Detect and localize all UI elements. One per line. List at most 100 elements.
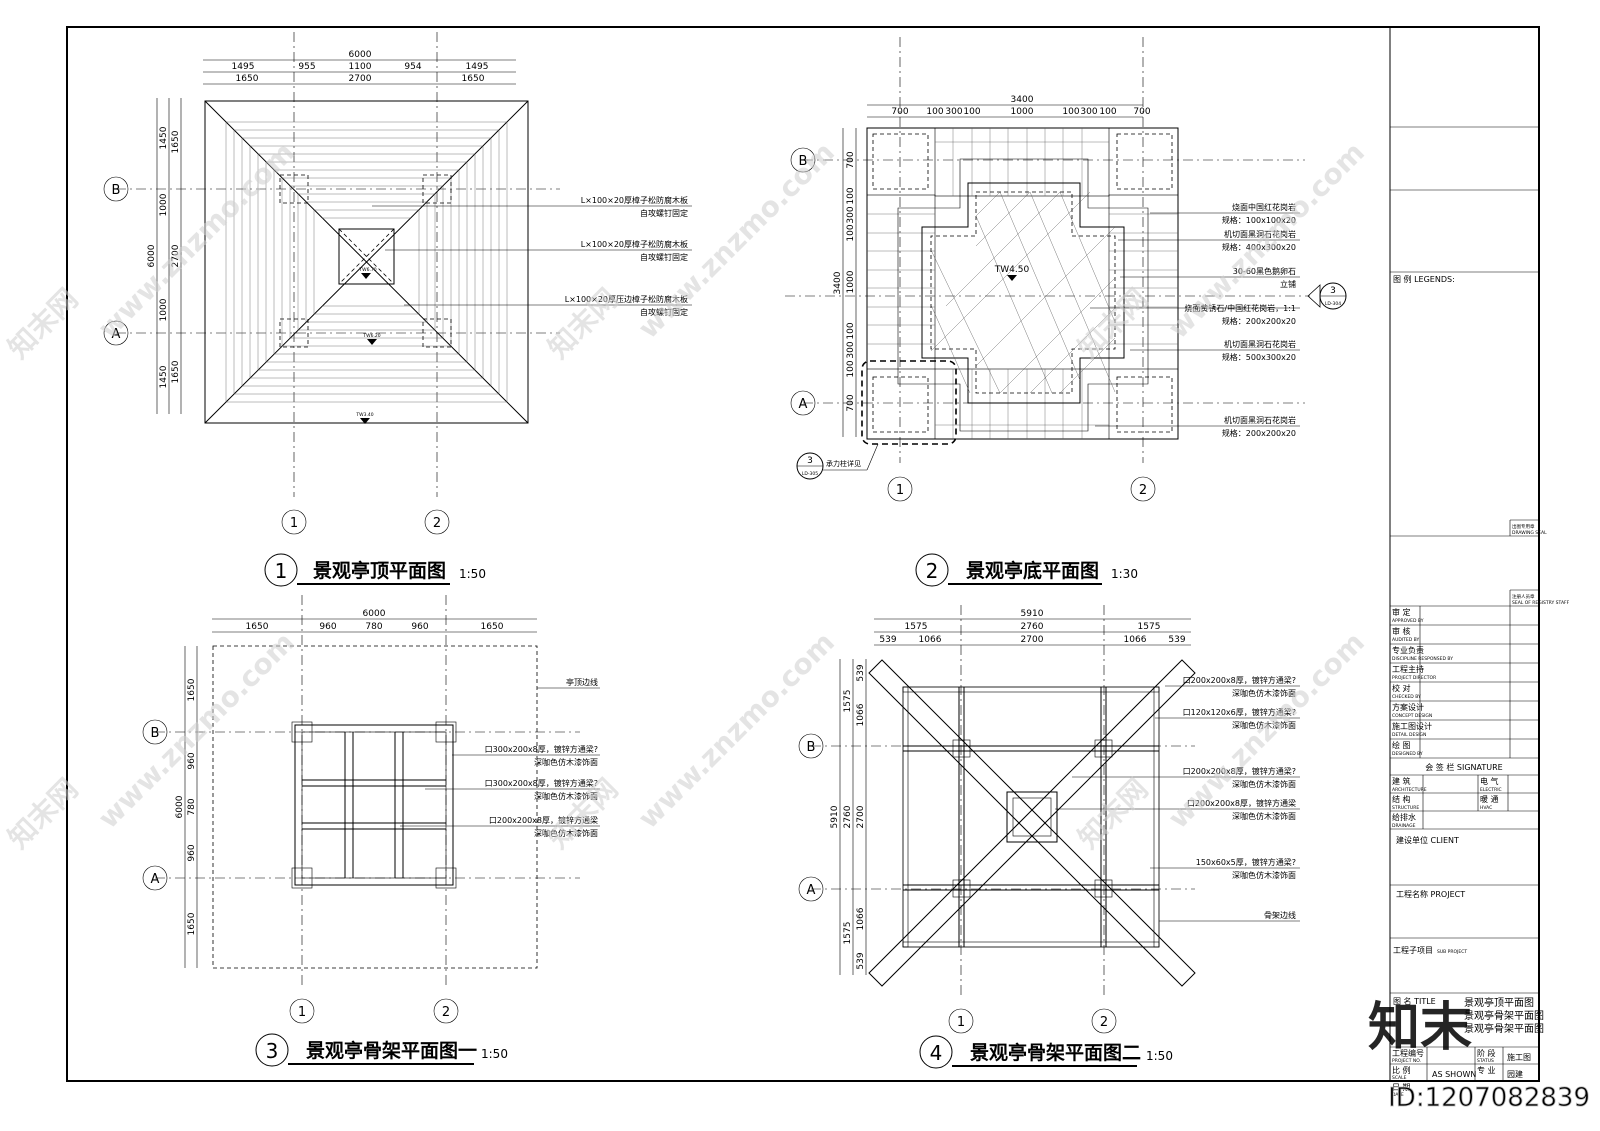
view-number-circle bbox=[915, 553, 949, 587]
role-label: 施工图设计 bbox=[1392, 721, 1432, 731]
grid-label-a: A bbox=[807, 883, 816, 898]
dim-text: 5910 bbox=[1021, 609, 1044, 619]
view-number-circle bbox=[919, 1035, 953, 1069]
role-label-en: PROJECT DIRECTOR bbox=[1392, 675, 1436, 681]
dim-text: 1066 bbox=[919, 635, 942, 645]
frame2-note-5-line-2: 深咖色仿木漆饰面 bbox=[1232, 870, 1296, 880]
client-label: 建设单位 CLIENT bbox=[1396, 835, 1459, 845]
view-1-dims-left: 1450 1000 1000 1450 1650 2700 1650 6000 bbox=[147, 98, 182, 414]
role-label-en: AUDITED BY bbox=[1392, 637, 1419, 643]
view-3-dims-left: 6000 1650 960 780 960 1650 bbox=[175, 646, 198, 968]
dim-text: 539 bbox=[1168, 635, 1185, 645]
dim-text: 1495 bbox=[466, 62, 489, 72]
view-4-dims-left: 539 1066 2700 1066 539 1575 2760 1575 59… bbox=[830, 659, 867, 975]
dim-text: 780 bbox=[187, 798, 197, 815]
grid-label-2: 2 bbox=[433, 516, 441, 531]
dim-text: 1066 bbox=[1124, 635, 1147, 645]
view-number-circle bbox=[255, 1033, 289, 1067]
role-label-en: DETAIL DESIGN bbox=[1392, 732, 1426, 738]
grid-label-a: A bbox=[112, 327, 121, 342]
grid-bubble-2 bbox=[1130, 476, 1156, 502]
view-scale: 1:50 bbox=[459, 567, 486, 581]
scale-value: AS SHOWN bbox=[1432, 1070, 1476, 1079]
grid-label-1: 1 bbox=[896, 483, 904, 498]
dim-text: 539 bbox=[856, 664, 866, 681]
frame1-note-4-line-2: 深咖色仿木漆饰面 bbox=[534, 828, 598, 838]
role-label-en: CHECKED BY bbox=[1392, 694, 1421, 700]
discipline-label-en: DRAINAGE bbox=[1392, 823, 1416, 829]
frame2-note-1-line-2: 深咖色仿木漆饰面 bbox=[1232, 688, 1296, 698]
watermark-brand: 知末网 bbox=[2, 772, 85, 855]
grid-bubble-2 bbox=[433, 998, 459, 1024]
dim-text: 2700 bbox=[349, 74, 372, 84]
grid-label-b: B bbox=[112, 183, 121, 198]
detail-callout-number: 3 bbox=[807, 456, 813, 466]
dim-text: 1450 bbox=[159, 365, 169, 388]
discipline-label-en: ARCHITECTURE bbox=[1392, 787, 1427, 793]
dim-text: 1650 bbox=[481, 622, 504, 632]
grid-bubble-b bbox=[103, 176, 129, 202]
frame1-note-3-line-1: 口300x200x8厚，镀锌方通梁? bbox=[485, 778, 598, 788]
grid-bubble-2 bbox=[1091, 1008, 1117, 1034]
dim-text: 1450 bbox=[159, 126, 169, 149]
date-label: 日 期 bbox=[1392, 1083, 1411, 1092]
dim-text: 300 bbox=[945, 107, 962, 117]
watermark-logo: 知末 bbox=[1368, 998, 1472, 1058]
frame1-note-3-line-2: 深咖色仿木漆饰面 bbox=[534, 791, 598, 801]
stage-label-en: STATUS bbox=[1477, 1058, 1494, 1064]
dim-text: 100 bbox=[846, 322, 856, 339]
frame2-note-4-line-1: 口200x200x8厚，镀锌方通梁 bbox=[1187, 798, 1296, 808]
grid-bubble-a bbox=[798, 876, 824, 902]
discipline-label-en: HVAC bbox=[1480, 805, 1492, 811]
view-1-leaders bbox=[372, 205, 692, 306]
floor-note-3-line-2: 立铺 bbox=[1280, 279, 1296, 289]
view-1-dims-top: 6000 1495 955 1100 954 1495 1650 2700 16… bbox=[203, 50, 516, 85]
dim-text: 3400 bbox=[1011, 95, 1034, 105]
watermark-brand: 知末网 bbox=[2, 282, 85, 365]
view-2-title: 2 景观亭底平面图 1:30 bbox=[915, 553, 1138, 587]
floor-note-1-line-2: 规格：100x100x20 bbox=[1222, 215, 1296, 225]
roof-note-3-line-1: L×100×20厚压边樟子松防腐木板 bbox=[565, 294, 688, 304]
dim-text: 100 bbox=[963, 107, 980, 117]
dim-text: 300 bbox=[846, 206, 856, 223]
dim-text: 300 bbox=[846, 341, 856, 358]
dim-text: 2760 bbox=[843, 805, 853, 828]
project-no-label-en: PROJECT NO. bbox=[1392, 1058, 1421, 1064]
dim-text: 1650 bbox=[171, 360, 181, 383]
level-text: TW6.70 bbox=[358, 267, 376, 273]
role-label: 工程主持 bbox=[1392, 664, 1424, 674]
frame1-note-4-line-1: 口200x200x8厚，镀锌方通梁 bbox=[489, 815, 598, 825]
view-scale: 1:50 bbox=[1146, 1049, 1173, 1063]
sub-project-label-en: SUB PROJECT bbox=[1437, 949, 1467, 955]
discipline-value-label: 专 业 bbox=[1477, 1065, 1496, 1075]
level-text: TW3.40 bbox=[355, 412, 373, 418]
role-label: 专业负责 bbox=[1392, 645, 1424, 655]
dim-text: 1000 bbox=[159, 193, 169, 216]
dim-text: 960 bbox=[319, 622, 336, 632]
grid-bubble-2 bbox=[424, 509, 450, 535]
role-label-en: CONCEPT DESIGN bbox=[1392, 713, 1432, 719]
dim-text: 2700 bbox=[171, 244, 181, 267]
grid-bubble-1 bbox=[281, 509, 307, 535]
role-label: 审 定 bbox=[1392, 607, 1411, 617]
scale-label: 比 例 bbox=[1392, 1065, 1411, 1075]
drawing-seal-label: 出图专用章 bbox=[1512, 523, 1535, 530]
discipline-label-en: ELECTRIC bbox=[1480, 787, 1502, 793]
project-no-label: 工程编号 bbox=[1392, 1048, 1424, 1058]
detail-callout-boundary bbox=[861, 360, 957, 445]
detail-callout-sheet: LD-305 bbox=[802, 471, 818, 477]
drawing-title-line: 景观亭顶平面图 bbox=[1464, 996, 1534, 1009]
dim-text: 1000 bbox=[159, 298, 169, 321]
grid-label-b: B bbox=[799, 154, 808, 169]
dim-text: 955 bbox=[298, 62, 315, 72]
view-4-title: 4 景观亭骨架平面图二 1:50 bbox=[919, 1035, 1173, 1069]
grid-label-b: B bbox=[151, 726, 160, 741]
section-callout: 3 LD-304 bbox=[1307, 282, 1347, 310]
grid-bubble-a bbox=[103, 320, 129, 346]
watermark-site: www.znzmo.com bbox=[92, 136, 301, 345]
dim-text: 780 bbox=[365, 622, 382, 632]
watermark-brand: 知末网 bbox=[1072, 282, 1155, 365]
frame2-note-2-line-1: 口120x120x6厚，镀锌方通梁? bbox=[1183, 707, 1296, 717]
dim-text: 1650 bbox=[462, 74, 485, 84]
detail-callout-text: 承力柱详见 bbox=[826, 459, 861, 468]
